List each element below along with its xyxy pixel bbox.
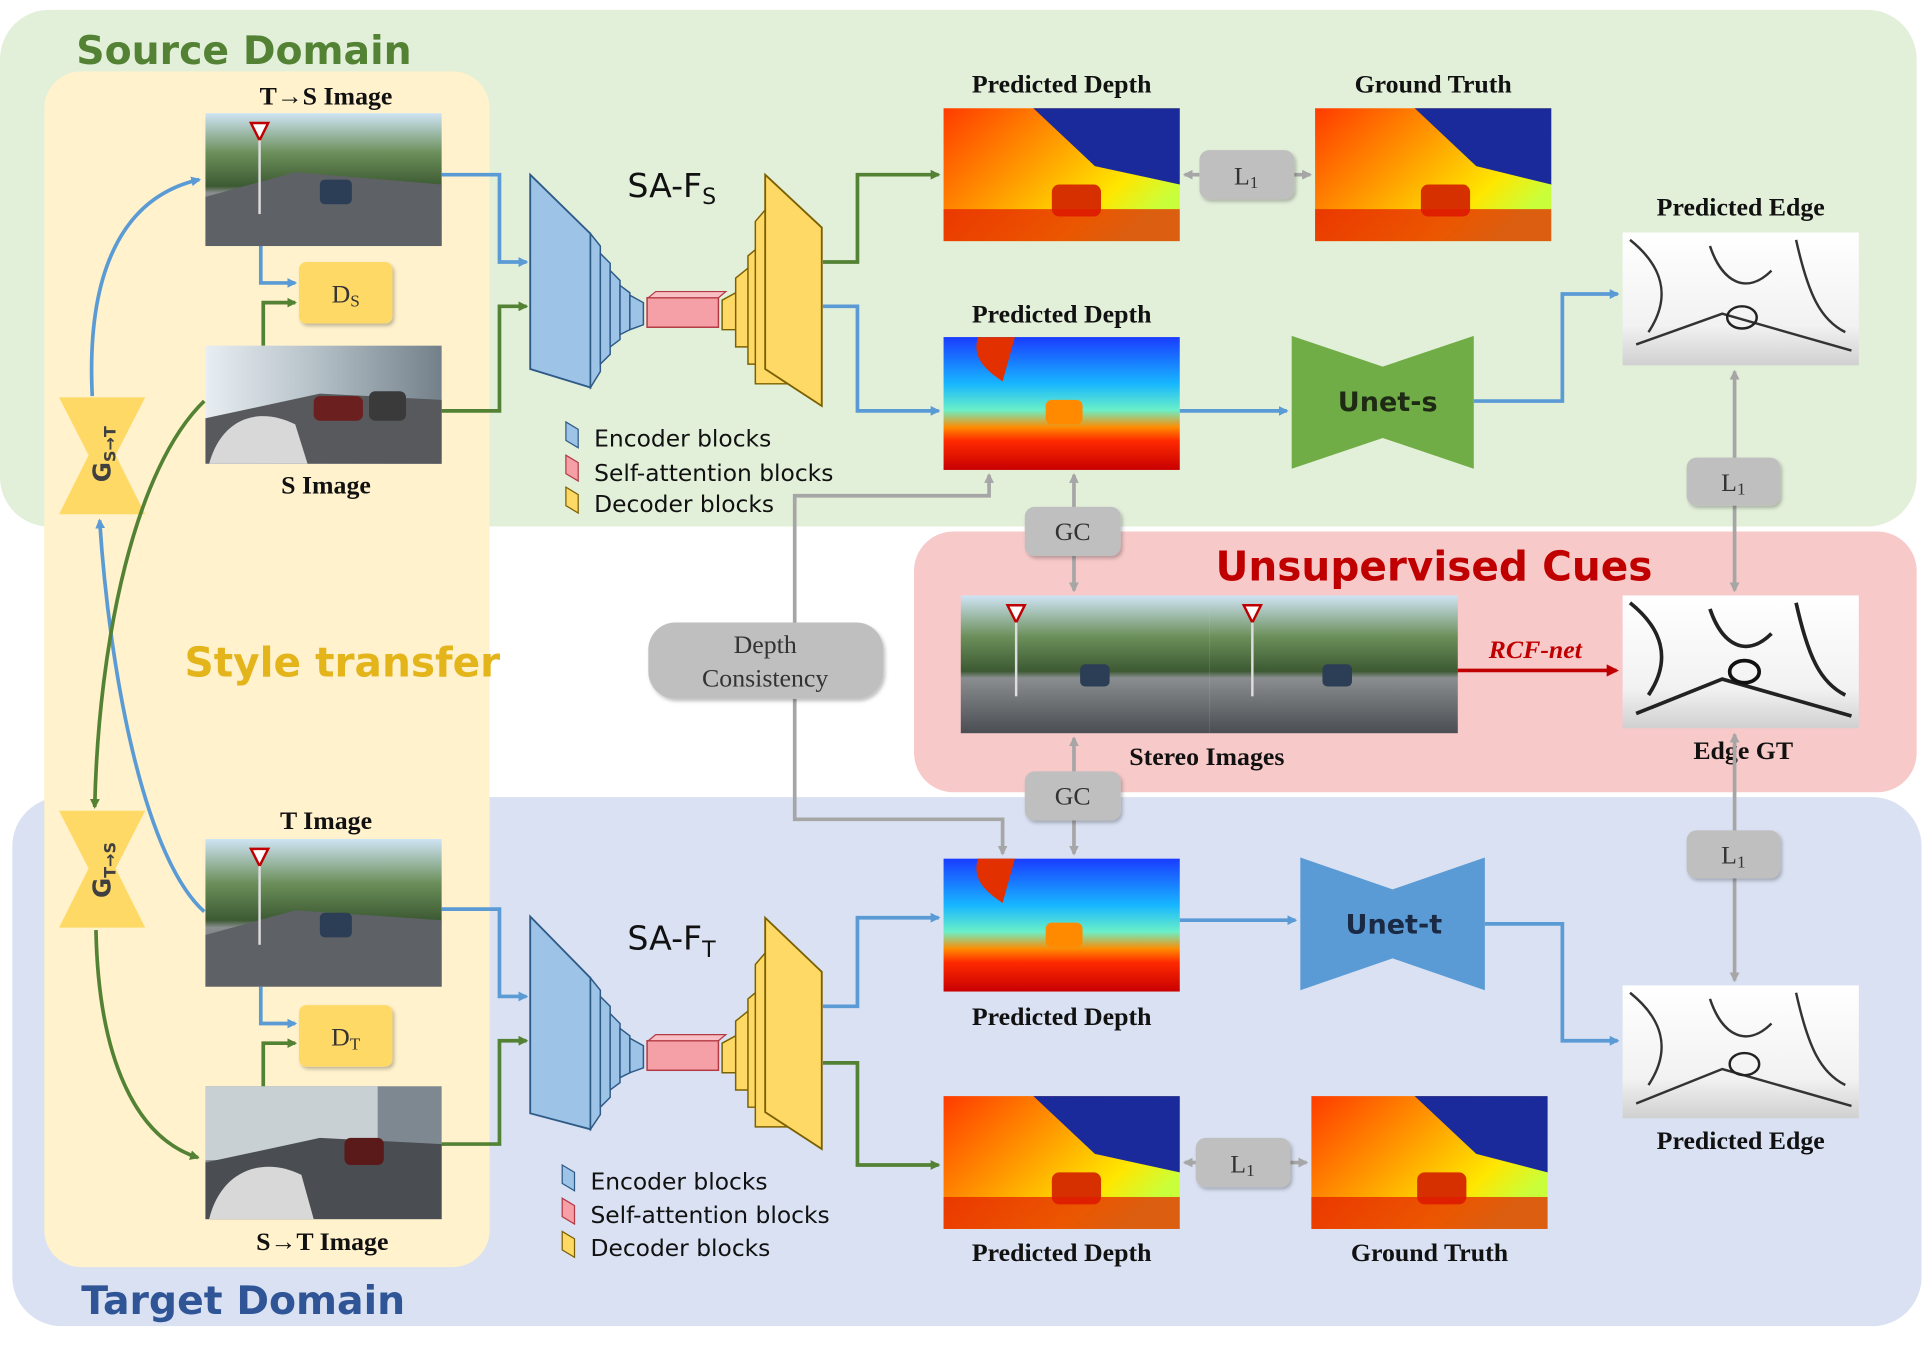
l1-source-edge-label: L: [1721, 468, 1737, 497]
unet-t-label: Unet-t: [1345, 910, 1442, 941]
unet-t-block: [1300, 857, 1485, 991]
svg-text:DT: DT: [331, 1023, 361, 1054]
svg-text:SA-FT: SA-FT: [627, 919, 716, 963]
gc-source-label: GC: [1055, 517, 1091, 546]
legend-target: Encoder blocks Self-attention blocks Dec…: [561, 1163, 830, 1262]
source-predicted-depth-label: Predicted Depth: [972, 69, 1152, 98]
discriminator-source-label: D: [332, 280, 351, 309]
l1-target-depth-subscript: 1: [1246, 1161, 1255, 1180]
discriminator-target-subscript: T: [350, 1034, 361, 1053]
depth-consistency-label-line1: Depth: [734, 630, 797, 659]
generator-t-to-s: GT→S: [59, 810, 146, 928]
source-predicted-depth-map: [943, 108, 1180, 242]
depth-consistency-box: [648, 622, 884, 699]
gc-box-source: [1024, 506, 1121, 557]
svg-text:GT→S: GT→S: [88, 842, 120, 898]
source-predicted-depth-map-2: [943, 337, 1180, 470]
target-predicted-depth-label-2: Predicted Depth: [972, 1238, 1152, 1267]
s-to-t-image-label: S→T Image: [256, 1227, 388, 1256]
generator-s-to-t-label: G: [88, 462, 117, 482]
gc-box-target: [1024, 771, 1121, 821]
source-predicted-edge-label: Predicted Edge: [1657, 192, 1825, 221]
stereo-images-label: Stereo Images: [1129, 742, 1284, 771]
sa-ft-subscript: T: [701, 937, 716, 963]
connection-arrows: [89, 169, 1740, 1170]
stereo-images: [960, 595, 1458, 734]
sa-ft-label: SA-F: [627, 919, 702, 958]
s-image-label: S Image: [281, 470, 371, 499]
l1-target-edge-label: L: [1721, 841, 1737, 870]
t-to-s-image: [205, 113, 442, 247]
unet-s-block: [1291, 335, 1474, 469]
target-predicted-edge-map: [1622, 985, 1859, 1119]
generator-t-to-s-subscript: T→S: [101, 842, 120, 878]
l1-box-target-edge: [1686, 830, 1781, 879]
svg-text:L1: L1: [1230, 1149, 1254, 1180]
unet-s-label: Unet-s: [1338, 387, 1438, 418]
source-predicted-depth-label-2: Predicted Depth: [972, 299, 1152, 328]
sa-fs-label: SA-F: [627, 166, 702, 205]
t-to-s-image-label: T→S Image: [260, 82, 393, 111]
generator-s-to-t: GS→T: [59, 397, 146, 515]
l1-source-edge-subscript: 1: [1737, 480, 1746, 499]
legend-target-attention: Self-attention blocks: [590, 1201, 829, 1229]
sa-ft-network: [529, 914, 823, 1151]
target-ground-truth-label: Ground Truth: [1351, 1238, 1508, 1267]
l1-source-depth-subscript: 1: [1250, 173, 1259, 192]
legend-source-encoder: Encoder blocks: [594, 425, 771, 453]
rcf-net-label: RCF-net: [1488, 635, 1583, 664]
legend-source-attention: Self-attention blocks: [594, 459, 833, 487]
target-domain-title: Target Domain: [81, 1278, 405, 1324]
depth-consistency-label-line2: Consistency: [702, 663, 828, 692]
t-image-label: T Image: [280, 806, 372, 835]
source-domain-title: Source Domain: [76, 28, 411, 74]
svg-text:L1: L1: [1721, 468, 1745, 499]
gc-target-label: GC: [1055, 782, 1091, 811]
generator-s-to-t-subscript: S→T: [101, 426, 120, 462]
svg-text:L1: L1: [1721, 841, 1745, 872]
discriminator-source-subscript: S: [350, 291, 360, 310]
l1-box-target-depth: [1195, 1137, 1291, 1188]
target-predicted-depth-map-2: [943, 1096, 1180, 1229]
l1-source-depth-label: L: [1234, 162, 1250, 191]
legend-target-decoder: Decoder blocks: [590, 1234, 770, 1262]
svg-text:DS: DS: [332, 280, 360, 311]
t-image: [205, 838, 442, 987]
s-to-t-image: [205, 1086, 442, 1220]
style-transfer-title: Style transfer: [185, 639, 501, 687]
svg-text:SA-FS: SA-FS: [627, 166, 716, 210]
svg-text:L1: L1: [1234, 162, 1258, 193]
legend-source: Encoder blocks Self-attention blocks Dec…: [565, 420, 833, 518]
target-predicted-edge-label: Predicted Edge: [1657, 1126, 1825, 1155]
l1-box-source-depth: [1199, 150, 1295, 200]
target-predicted-depth-map: [943, 858, 1180, 992]
source-ground-truth-label: Ground Truth: [1355, 69, 1512, 98]
unsupervised-cues-title: Unsupervised Cues: [1215, 543, 1652, 591]
source-ground-truth-map: [1315, 108, 1552, 242]
sa-fs-subscript: S: [702, 184, 716, 210]
discriminator-target: [298, 1005, 393, 1067]
sa-fs-network: [529, 172, 823, 408]
svg-text:GS→T: GS→T: [88, 426, 120, 482]
discriminator-target-label: D: [331, 1023, 350, 1052]
source-predicted-edge-map: [1622, 232, 1859, 366]
l1-box-source-edge: [1686, 457, 1781, 506]
edge-gt-map: [1622, 595, 1859, 729]
edge-gt-label: Edge GT: [1693, 736, 1793, 765]
target-predicted-depth-label: Predicted Depth: [972, 1002, 1152, 1031]
legend-target-encoder: Encoder blocks: [590, 1168, 767, 1196]
target-ground-truth-map: [1311, 1096, 1548, 1229]
generator-t-to-s-label: G: [88, 878, 117, 898]
legend-source-decoder: Decoder blocks: [594, 490, 774, 518]
l1-target-edge-subscript: 1: [1737, 852, 1746, 871]
discriminator-source: [298, 262, 393, 324]
s-image: [205, 345, 442, 464]
l1-target-depth-label: L: [1230, 1149, 1246, 1178]
